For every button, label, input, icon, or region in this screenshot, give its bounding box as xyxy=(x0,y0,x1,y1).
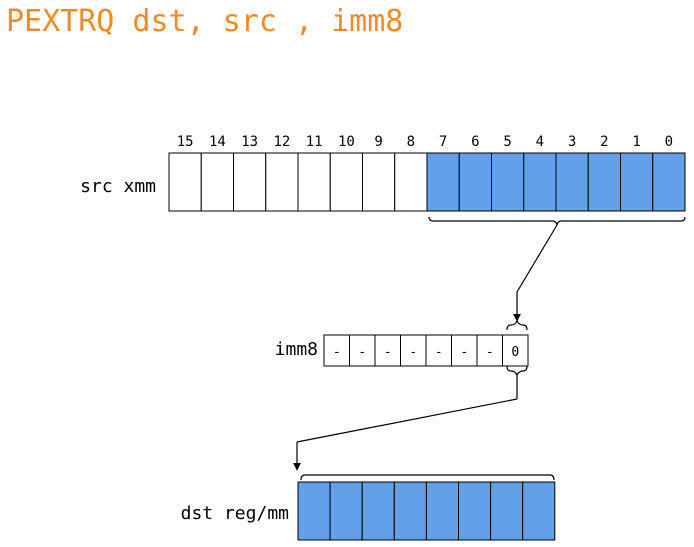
src-byte-index-label: 8 xyxy=(407,134,415,150)
imm8-bit-value: - xyxy=(384,345,392,360)
imm8-bit-cell xyxy=(374,334,401,367)
imm8-to-dst-arrow-icon xyxy=(296,398,518,443)
page-title: PEXTRQ dst, src , imm8 xyxy=(6,4,404,39)
imm8-bit-cell xyxy=(502,334,529,367)
src-byte-cell xyxy=(523,152,557,212)
src-byte-index-label: 13 xyxy=(241,134,258,150)
src-byte-cell xyxy=(652,152,686,212)
src-byte-cell xyxy=(297,152,331,212)
src-register-label: src xmm xyxy=(80,176,156,197)
imm8-selector-brace-bottom-icon xyxy=(506,365,528,377)
dst-brace-icon xyxy=(300,474,555,481)
src-byte-cell xyxy=(362,152,396,212)
src-byte-cell xyxy=(458,152,492,212)
src-to-imm8-arrow-icon xyxy=(516,224,558,293)
src-byte-cell xyxy=(265,152,299,212)
imm8-bit-cell xyxy=(349,334,376,367)
src-byte-index-label: 4 xyxy=(536,134,544,150)
src-byte-index-label: 9 xyxy=(374,134,382,150)
imm8-bit-value: - xyxy=(409,345,417,360)
src-selection-brace-icon xyxy=(428,216,686,226)
src-byte-index-label: 5 xyxy=(503,134,511,150)
imm8-bit-value: - xyxy=(358,345,366,360)
imm8-bit-value: - xyxy=(486,345,494,360)
src-byte-cell xyxy=(555,152,589,212)
src-byte-index-label: 15 xyxy=(177,134,194,150)
src-register xyxy=(168,152,686,212)
imm8-bit-cell xyxy=(451,334,478,367)
dst-byte-cell xyxy=(522,481,556,541)
src-byte-index-label: 2 xyxy=(600,134,608,150)
dst-byte-cell xyxy=(458,481,492,541)
imm8-bit-cell xyxy=(323,334,350,367)
dst-byte-cell xyxy=(297,481,331,541)
src-byte-index-label: 14 xyxy=(209,134,226,150)
src-byte-cell xyxy=(168,152,202,212)
src-byte-cell xyxy=(587,152,621,212)
imm8-bit-cell xyxy=(400,334,427,367)
src-byte-cell xyxy=(620,152,654,212)
src-byte-index-label: 1 xyxy=(632,134,640,150)
dst-register xyxy=(297,481,556,541)
imm8-bit-value: - xyxy=(333,345,341,360)
src-byte-index-label: 12 xyxy=(273,134,290,150)
imm8-register: - - - - - - - 0 xyxy=(323,334,529,367)
src-byte-index-label: 0 xyxy=(665,134,673,150)
dst-byte-cell xyxy=(490,481,524,541)
dst-byte-cell xyxy=(361,481,395,541)
dst-byte-cell xyxy=(425,481,459,541)
dst-byte-cell xyxy=(393,481,427,541)
src-byte-index-label: 11 xyxy=(306,134,323,150)
src-byte-cell xyxy=(491,152,525,212)
dst-byte-cell xyxy=(329,481,363,541)
src-byte-cell xyxy=(329,152,363,212)
imm8-bit-value: 0 xyxy=(511,345,519,360)
src-byte-index-label: 6 xyxy=(471,134,479,150)
src-byte-index-label: 3 xyxy=(568,134,576,150)
src-byte-cell xyxy=(426,152,460,212)
src-byte-index-label: 10 xyxy=(338,134,355,150)
src-byte-index-label: 7 xyxy=(439,134,447,150)
imm8-selector-brace-top-icon xyxy=(506,319,528,331)
src-byte-cell xyxy=(394,152,428,212)
imm8-bit-value: - xyxy=(435,345,443,360)
dst-register-label: dst reg/mm xyxy=(181,503,289,524)
src-byte-cell xyxy=(233,152,267,212)
src-byte-cell xyxy=(200,152,234,212)
imm8-label: imm8 xyxy=(275,339,318,360)
imm8-bit-value: - xyxy=(460,345,468,360)
